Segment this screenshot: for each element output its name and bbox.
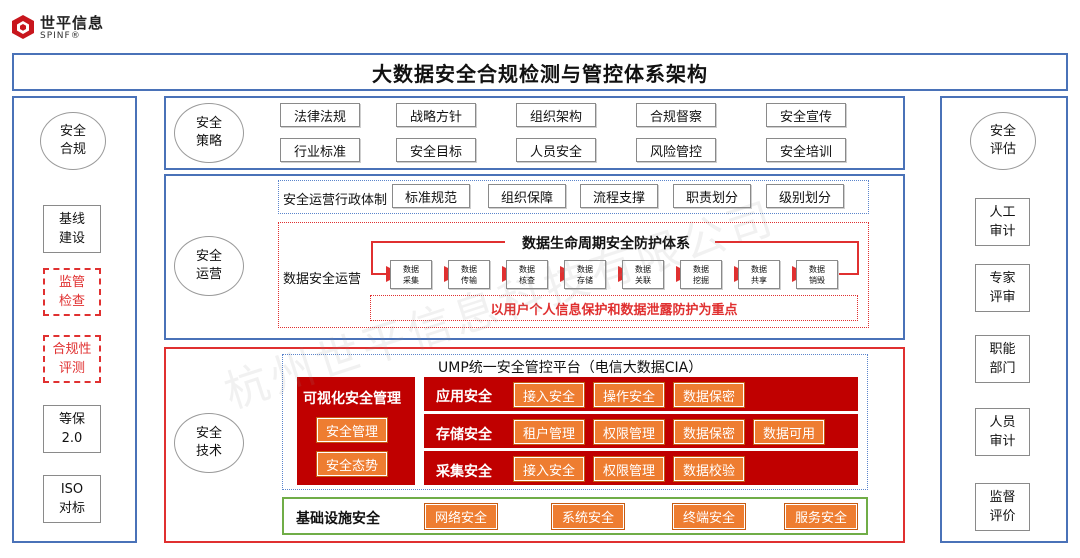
security-row-label: 采集安全: [436, 464, 492, 480]
strategy-section: [164, 96, 905, 170]
left-item-baseline: 基线建设: [43, 205, 101, 253]
ump-platform-title: UMP统一安全管控平台（电信大数据CIA）: [438, 360, 703, 376]
compliance-oval: 安全合规: [40, 112, 106, 170]
right-item-personnel-audit: 人员审计: [975, 408, 1030, 456]
assessment-oval: 安全评估: [970, 112, 1036, 170]
strategy-item: 法律法规: [280, 103, 360, 127]
spinf-logo-icon: [12, 15, 34, 39]
strategy-item: 安全宣传: [766, 103, 846, 127]
right-item-supervision-eval: 监督评价: [975, 483, 1030, 531]
right-column: [940, 96, 1068, 543]
right-item-functional-dept: 职能部门: [975, 335, 1030, 383]
admin-item: 组织保障: [488, 184, 566, 208]
visual-item: 安全管理: [316, 417, 388, 443]
admin-item: 流程支撑: [580, 184, 658, 208]
lifecycle-stage: 数据销毁: [796, 260, 838, 289]
lifecycle-stage: 数据核查: [506, 260, 548, 289]
security-item: 租户管理: [513, 419, 585, 445]
logo-name-en: SPINF®: [40, 31, 81, 41]
strategy-item: 合规督察: [636, 103, 716, 127]
security-row-label: 应用安全: [436, 389, 492, 405]
security-item: 接入安全: [513, 456, 585, 482]
security-item: 接入安全: [513, 382, 585, 408]
strategy-item: 行业标准: [280, 138, 360, 162]
lifecycle-stage: 数据共享: [738, 260, 780, 289]
left-item-supervision: 监管检查: [43, 268, 101, 316]
security-item: 数据可用: [753, 419, 825, 445]
security-row-label: 存储安全: [436, 427, 492, 443]
strategy-item: 风险管控: [636, 138, 716, 162]
lifecycle-stage: 数据存储: [564, 260, 606, 289]
technology-section: [164, 347, 905, 543]
focus-note-box: 以用户个人信息保护和数据泄露防护为重点: [370, 295, 858, 321]
lifecycle-stage: 数据关联: [622, 260, 664, 289]
left-item-compliance-eval: 合规性评测: [43, 335, 101, 383]
admin-system-label: 安全运营行政体制: [283, 193, 388, 208]
infrastructure-label: 基础设施安全: [296, 511, 380, 527]
strategy-oval: 安全策略: [174, 103, 244, 163]
data-ops-label: 数据安全运营: [283, 272, 362, 287]
admin-system-frame: [278, 180, 869, 214]
security-item: 数据校验: [673, 456, 745, 482]
ump-platform-frame: [282, 354, 868, 490]
left-column: [12, 96, 137, 543]
admin-item: 级别划分: [766, 184, 844, 208]
security-item: 操作安全: [593, 382, 665, 408]
lifecycle-stage: 数据挖掘: [680, 260, 722, 289]
strategy-item: 人员安全: [516, 138, 596, 162]
right-item-manual-audit: 人工审计: [975, 198, 1030, 246]
strategy-item: 战略方针: [396, 103, 476, 127]
security-item: 权限管理: [593, 419, 665, 445]
admin-item: 职责划分: [673, 184, 751, 208]
lifecycle-stage: 数据传输: [448, 260, 490, 289]
strategy-item: 组织架构: [516, 103, 596, 127]
security-item: 权限管理: [593, 456, 665, 482]
lifecycle-title: 数据生命周期安全防护体系: [522, 236, 690, 252]
right-item-expert-review: 专家评审: [975, 264, 1030, 312]
page-title: 大数据安全合规检测与管控体系架构: [372, 61, 708, 86]
technology-oval: 安全技术: [174, 413, 244, 473]
security-item: 数据保密: [673, 419, 745, 445]
focus-note: 以用户个人信息保护和数据泄露防护为重点: [490, 302, 738, 318]
infrastructure-frame: [282, 497, 868, 535]
logo-name-cn: 世平信息: [40, 14, 105, 32]
lifecycle-stage: 数据采集: [390, 260, 432, 289]
operations-section: [164, 174, 905, 340]
data-ops-frame: [278, 222, 869, 328]
visual-item: 安全态势: [316, 451, 388, 477]
strategy-item: 安全培训: [766, 138, 846, 162]
security-item: 数据保密: [673, 382, 745, 408]
strategy-item: 安全目标: [396, 138, 476, 162]
infrastructure-item: 网络安全: [424, 503, 498, 530]
title-bar: 大数据安全合规检测与管控体系架构: [12, 53, 1068, 91]
infrastructure-item: 服务安全: [784, 503, 858, 530]
infrastructure-item: 系统安全: [551, 503, 625, 530]
infrastructure-item: 终端安全: [672, 503, 746, 530]
admin-item: 标准规范: [392, 184, 470, 208]
visual-management-title: 可视化安全管理: [303, 391, 401, 407]
operations-oval: 安全运营: [174, 236, 244, 296]
